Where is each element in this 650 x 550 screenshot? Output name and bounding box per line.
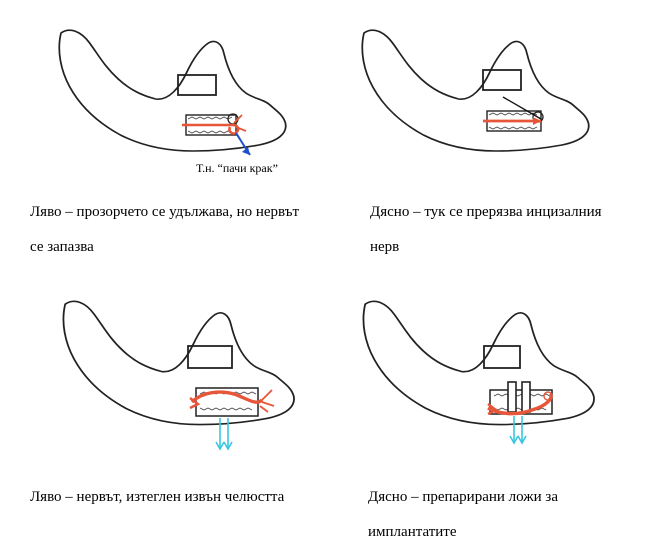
panel-top-left: Т.н. “пачи крак” <box>40 15 280 190</box>
caption-line: Дясно – препарирани ложи за <box>368 480 558 515</box>
caption-line: нерв <box>370 230 602 265</box>
caption-top-right: Дясно – тук се прерязва инцизалния нерв <box>370 195 602 265</box>
jaw-diagram-nerve-lateralized <box>50 290 310 460</box>
nerve-lateralized <box>488 394 551 414</box>
caption-line: Ляво – нервът, изтеглен извън челюстта <box>30 480 284 515</box>
implant-beds <box>508 382 530 412</box>
bone-window <box>188 346 232 368</box>
panel-top-right <box>345 15 585 175</box>
caption-top-left: Ляво – прозорчето се удължава, но нервът… <box>30 195 299 265</box>
caption-bottom-right: Дясно – препарирани ложи за имплантатите <box>368 480 558 550</box>
panel-bottom-left <box>50 290 310 460</box>
annotation-duck-foot: Т.н. “пачи крак” <box>196 161 278 176</box>
caption-line: Ляво – прозорчето се удължава, но нервът <box>30 195 299 230</box>
cut-line <box>503 97 541 119</box>
jaw-diagram-implant-beds <box>350 290 610 460</box>
caption-bottom-left: Ляво – нервът, изтеглен извън челюстта <box>30 480 284 515</box>
caption-line: имплантатите <box>368 515 558 550</box>
bone-window <box>484 346 520 368</box>
panel-bottom-right <box>350 290 610 460</box>
nerve-lateralized <box>192 392 262 402</box>
arrow-cyan-icon <box>510 416 526 443</box>
caption-line: се запазва <box>30 230 299 265</box>
caption-line: Дясно – тук се прерязва инцизалния <box>370 195 602 230</box>
canal-window <box>490 390 552 414</box>
jaw-diagram-incisive-cut <box>345 15 585 175</box>
